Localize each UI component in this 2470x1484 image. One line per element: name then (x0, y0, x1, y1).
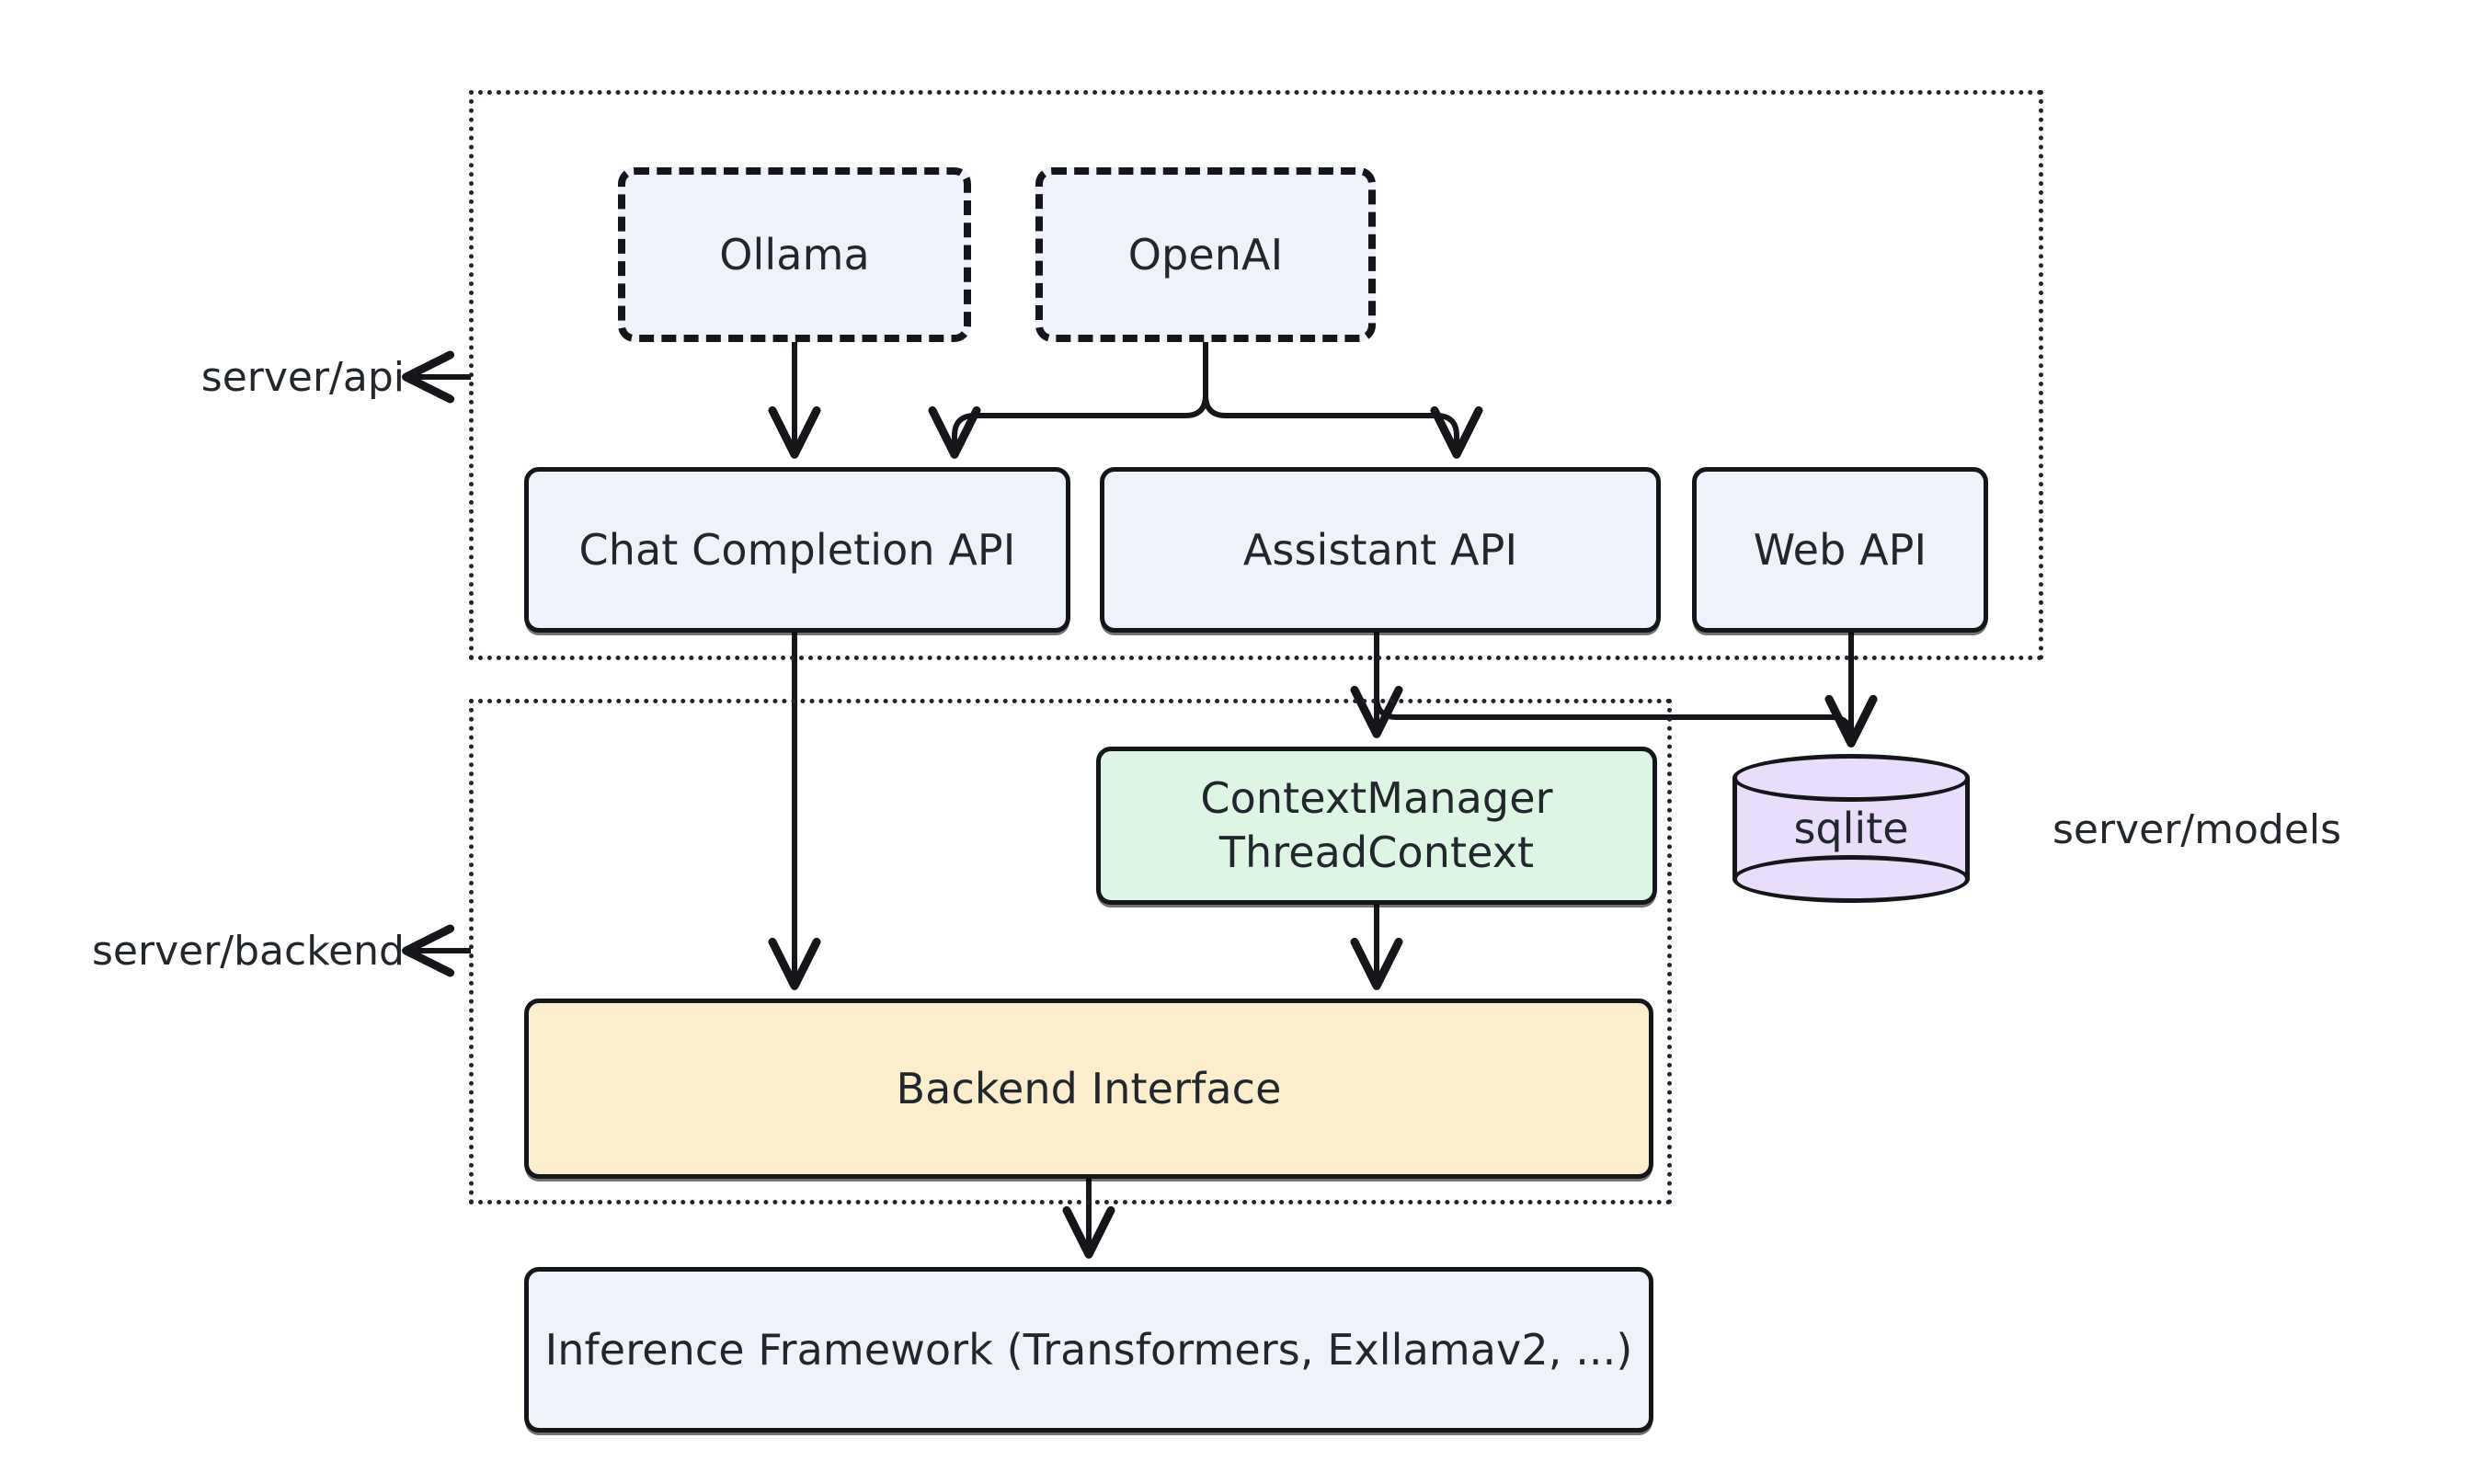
label-server-api-text: server/api (200, 353, 405, 401)
node-inference-framework-label: Inference Framework (Transformers, Exlla… (544, 1324, 1633, 1375)
node-sqlite[interactable]: sqlite (1732, 754, 1970, 903)
node-sqlite-label: sqlite (1793, 804, 1909, 853)
label-server-api: server/api (110, 349, 405, 405)
group-server-api (469, 90, 2043, 660)
label-server-backend: server/backend (55, 923, 405, 978)
label-server-backend-text: server/backend (92, 927, 405, 975)
node-assistant-api[interactable]: Assistant API (1100, 467, 1661, 633)
sqlite-cylinder-top (1732, 754, 1970, 802)
node-inference-framework[interactable]: Inference Framework (Transformers, Exlla… (524, 1267, 1653, 1433)
node-ollama-label: Ollama (719, 229, 870, 280)
node-openai-label: OpenAI (1127, 229, 1284, 280)
group-server-backend (469, 699, 1672, 1204)
sqlite-cylinder-bottom (1732, 855, 1970, 903)
context-manager-line-1: ContextManager (1200, 773, 1553, 824)
node-ollama[interactable]: Ollama (618, 167, 971, 342)
context-manager-line-2: ThreadContext (1218, 828, 1535, 877)
node-assistant-api-label: Assistant API (1242, 524, 1518, 575)
node-backend-interface[interactable]: Backend Interface (524, 999, 1653, 1179)
node-web-api-label: Web API (1753, 524, 1927, 575)
node-chat-completion-api-label: Chat Completion API (578, 524, 1016, 575)
node-context-manager-label: ContextManager ThreadContext (1101, 771, 1652, 880)
node-web-api[interactable]: Web API (1692, 467, 1988, 633)
label-server-models: server/models (2053, 802, 2439, 857)
node-context-manager[interactable]: ContextManager ThreadContext (1096, 747, 1657, 905)
node-openai[interactable]: OpenAI (1035, 167, 1376, 342)
label-server-models-text: server/models (2053, 805, 2342, 853)
node-chat-completion-api[interactable]: Chat Completion API (524, 467, 1070, 633)
node-backend-interface-label: Backend Interface (896, 1063, 1282, 1113)
